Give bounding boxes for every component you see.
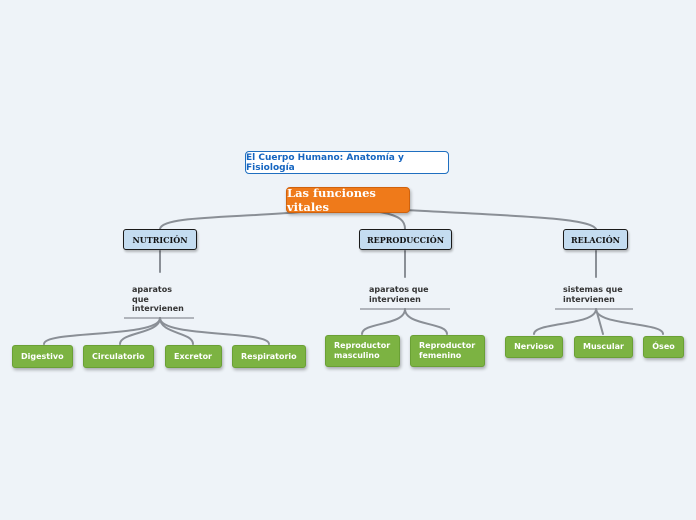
connector-leaf-circulatorio	[119, 317, 161, 345]
leaf-label: Reproductor masculino	[334, 341, 391, 360]
branch-label: RELACIÓN	[571, 234, 620, 245]
leaf-respiratorio-node[interactable]: Respiratorio	[232, 345, 306, 368]
leaf-digestivo-node[interactable]: Digestivo	[12, 345, 73, 368]
branch-reproduccion-node[interactable]: REPRODUCCIÓN	[359, 229, 452, 250]
leaf-excretor-node[interactable]: Excretor	[165, 345, 222, 368]
sub-label-reproduccion: aparatos que intervienen	[369, 285, 429, 304]
sub-label-nutricion: aparatos que intervienen	[132, 285, 184, 313]
leaf-label: Excretor	[174, 351, 213, 361]
central-topic-label: Las funciones vitales	[287, 186, 376, 214]
connector-leaf-nervioso	[533, 308, 597, 335]
leaf-label: Digestivo	[21, 351, 64, 361]
map-title: El Cuerpo Humano: Anatomía y Fisiología	[246, 152, 404, 173]
leaf-muscular-node[interactable]: Muscular	[574, 336, 633, 358]
leaf-circulatorio-node[interactable]: Circulatorio	[83, 345, 154, 368]
leaf-reproductor-masculino-node[interactable]: Reproductor masculino	[325, 335, 400, 367]
branch-nutricion-node[interactable]: NUTRICIÓN	[123, 229, 197, 250]
branch-label: REPRODUCCIÓN	[366, 234, 445, 245]
leaf-label: Circulatorio	[92, 351, 145, 361]
central-topic-node[interactable]: Las funciones vitales	[286, 186, 410, 214]
connector-leaf-femenino	[404, 308, 448, 335]
branch-relacion-node[interactable]: RELACIÓN	[563, 229, 628, 250]
map-title-box[interactable]: El Cuerpo Humano: Anatomía y Fisiología	[245, 151, 449, 174]
leaf-label: Nervioso	[514, 342, 554, 351]
connector-leaf-digestivo	[43, 317, 161, 345]
leaf-label: Muscular	[583, 342, 624, 351]
branch-label: NUTRICIÓN	[132, 234, 188, 245]
connector-central-reproduccion	[379, 211, 406, 230]
leaf-nervioso-node[interactable]: Nervioso	[505, 336, 563, 358]
leaf-label: Respiratorio	[241, 351, 297, 361]
leaf-oseo-node[interactable]: Óseo	[643, 336, 684, 358]
connector-leaf-oseo	[595, 308, 664, 335]
leaf-label: Óseo	[652, 342, 675, 351]
sub-label-relacion: sistemas que intervienen	[563, 285, 623, 304]
leaf-reproductor-femenino-node[interactable]: Reproductor femenino	[410, 335, 485, 367]
connector-leaf-masculino	[361, 308, 406, 335]
connector-leaf-respiratorio	[159, 317, 270, 345]
connector-central-nutricion	[159, 211, 301, 230]
connector-central-relacion	[404, 209, 597, 230]
leaf-label: Reproductor femenino	[419, 341, 476, 360]
